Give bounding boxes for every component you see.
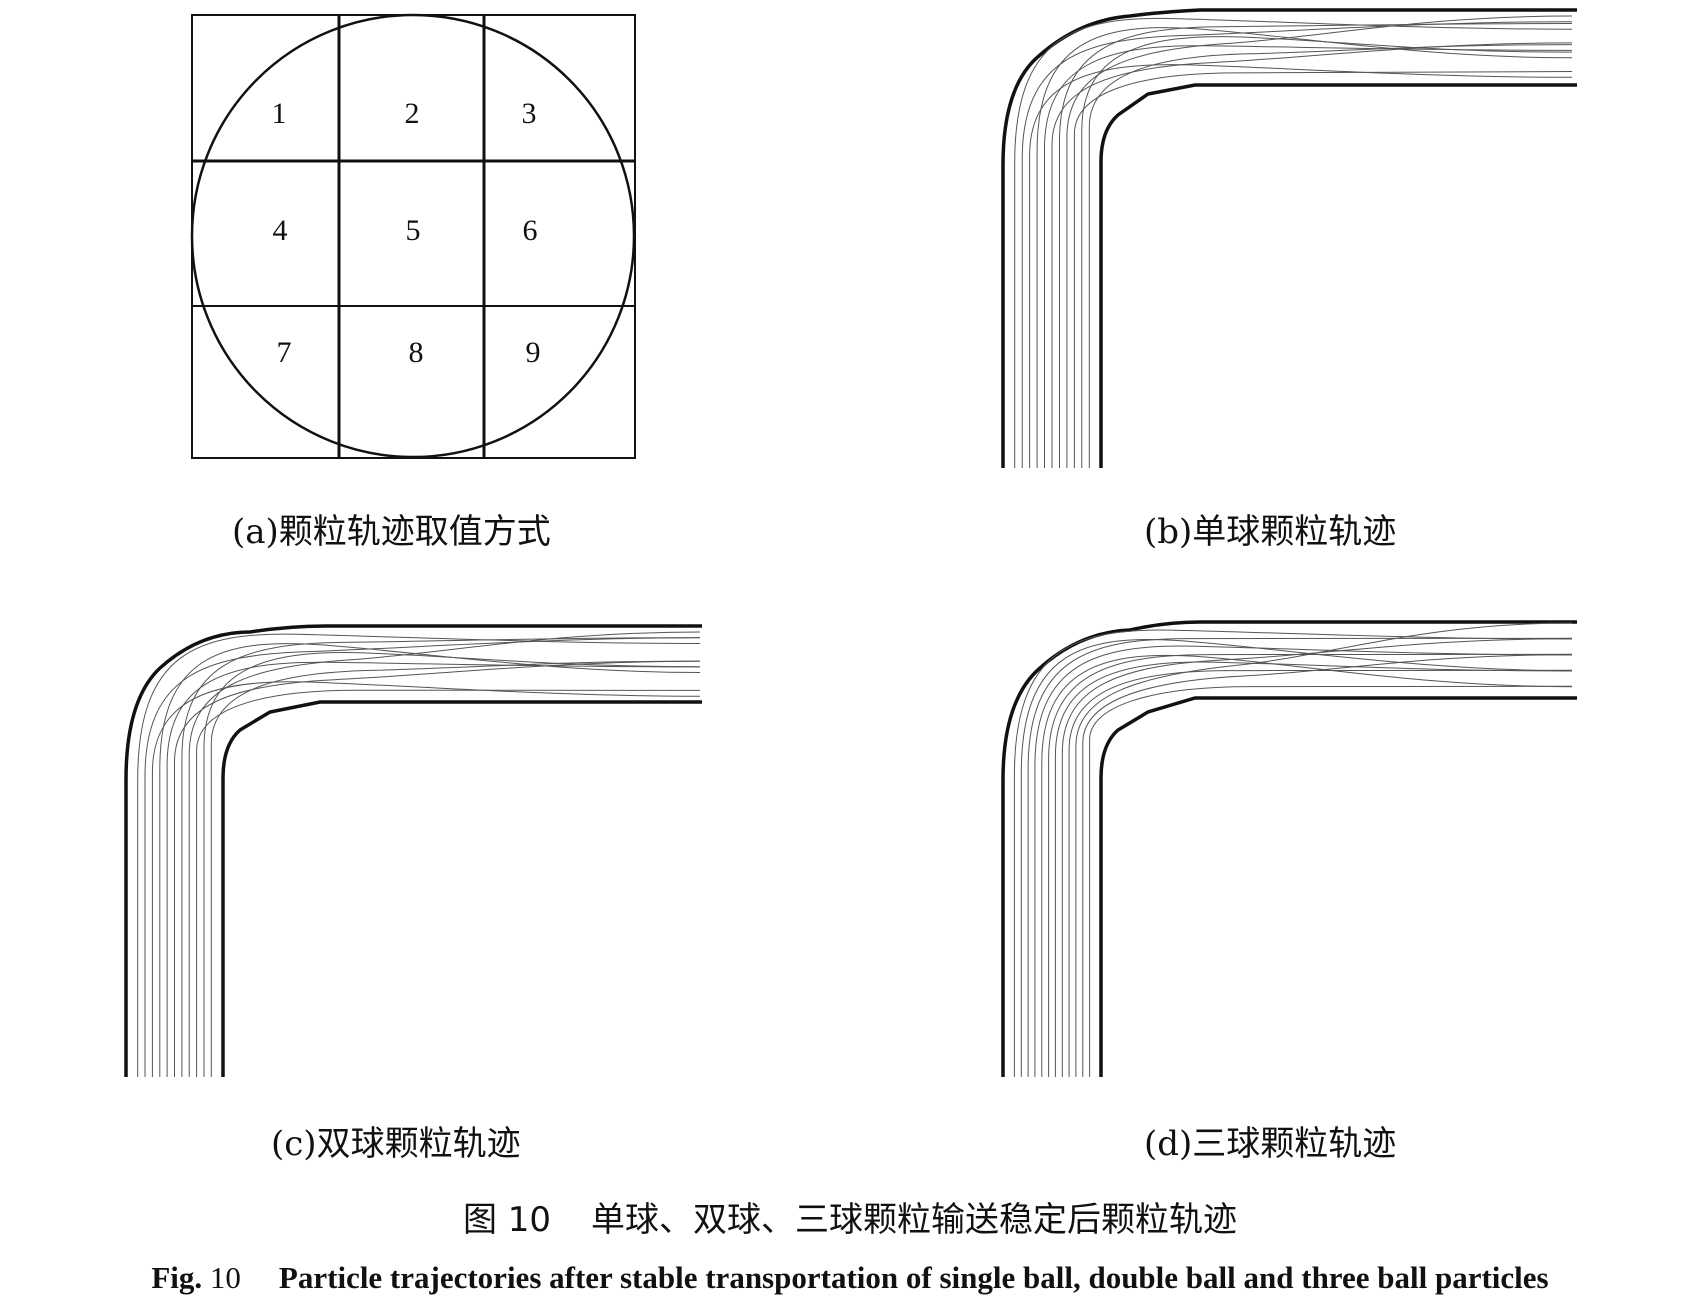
panel-c-trajectory-line (196, 689, 701, 1077)
panel-c-trajectory-line (203, 652, 701, 1077)
panel-d-caption: (d)三球颗粒轨迹 (1144, 1124, 1397, 1164)
panel-d-trajectory-line (1027, 637, 1573, 1077)
panel-d-trajectory-line (1034, 645, 1573, 1077)
panel-c-trajectory-line (181, 637, 701, 1077)
panel-c-outer-wall (124, 624, 702, 1077)
figure-number-zh: 图 10 (462, 1200, 552, 1240)
cell-number-2: 2 (404, 97, 420, 130)
panel-c-trajectory-line (151, 681, 701, 1077)
panel-d-trajectory-line (1013, 629, 1573, 1077)
figure-title-zh: 图 10 单球、双球、三球颗粒输送稳定后颗粒轨迹 (0, 1200, 1700, 1240)
panel-c-trajectory-line (137, 633, 701, 1077)
panel-b-trajectory-line (1021, 21, 1573, 468)
panel-d-trajectories (1013, 622, 1573, 1077)
panel-b-diagram (1001, 8, 1577, 468)
panel-c-inner-wall (221, 700, 702, 1077)
panel-c-trajectories (137, 631, 701, 1077)
figure-number-en: 10 (209, 1260, 241, 1295)
figure-title-zh-text: 单球、双球、三球颗粒输送稳定后颗粒轨迹 (591, 1200, 1238, 1240)
panel-c-trajectory-line (188, 631, 701, 1077)
panel-d-trajectory-line (1082, 654, 1573, 1077)
panel-c-trajectory-line (210, 660, 701, 1077)
cell-number-4: 4 (272, 214, 288, 247)
panel-b-trajectory-line (1036, 27, 1573, 468)
panel-b-trajectory-line (1029, 64, 1573, 468)
panel-d-trajectory-line (1054, 661, 1573, 1077)
panel-d-trajectory-line (1075, 622, 1573, 1077)
cell-number-3: 3 (521, 97, 537, 130)
panel-d-trajectory-line (1089, 685, 1573, 1077)
panel-d-inner-wall (1099, 696, 1577, 1077)
panel-b-trajectory-line (1014, 17, 1573, 468)
panel-a-diagram (190, 13, 636, 459)
panel-d-trajectory-line (1020, 638, 1573, 1077)
panel-b-trajectories (1014, 15, 1573, 468)
figure-title-en: Fig. 10 Particle trajectories after stabl… (0, 1258, 1700, 1298)
panel-c-trajectory-line (166, 661, 701, 1077)
panel-a-caption: (a)颗粒轨迹取值方式 (232, 512, 551, 552)
cell-number-7: 7 (276, 336, 292, 369)
panel-c-trajectory-line (159, 643, 701, 1077)
pipe-cross-section-circle (190, 13, 636, 459)
figure-title-en-text: Particle trajectories after stable trans… (278, 1260, 1549, 1295)
cell-number-8: 8 (408, 336, 424, 369)
panel-d-trajectory-line (1048, 653, 1573, 1077)
cell-number-1: 1 (271, 97, 287, 130)
panel-c-diagram (124, 624, 702, 1077)
panel-c-trajectory-line (144, 637, 701, 1077)
panel-d-trajectory-line (1068, 669, 1573, 1077)
panel-b-trajectory-line (1081, 36, 1573, 468)
panel-b-inner-wall (1099, 83, 1577, 468)
cell-number-6: 6 (522, 214, 538, 247)
panel-b-trajectory-line (1059, 23, 1573, 468)
figure-label-en: Fig. (151, 1260, 203, 1295)
cell-number-5: 5 (405, 214, 421, 247)
panel-b-trajectory-line (1073, 71, 1573, 468)
panel-b-caption: (b)单球颗粒轨迹 (1144, 512, 1397, 552)
panel-b-trajectory-line (1066, 15, 1573, 468)
panel-d-diagram (1001, 620, 1577, 1077)
panel-c-caption: (c)双球颗粒轨迹 (271, 1124, 521, 1164)
panel-d-trajectory-line (1041, 654, 1573, 1077)
cell-number-9: 9 (525, 336, 541, 369)
panel-b-trajectory-line (1088, 44, 1573, 468)
panel-d-trajectory-line (1061, 638, 1573, 1077)
